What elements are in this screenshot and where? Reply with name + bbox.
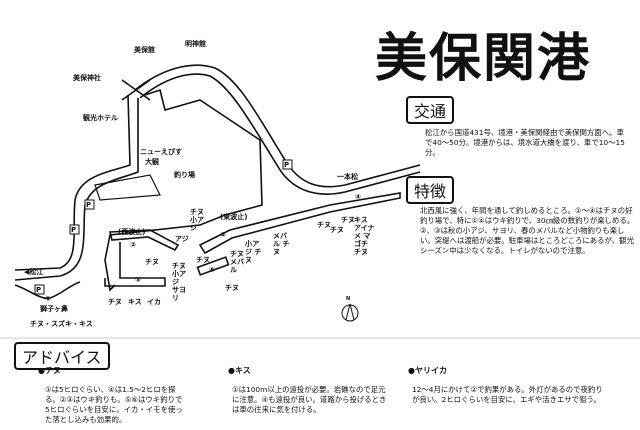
parking-icons bbox=[34, 159, 293, 295]
fish-label: チヌ bbox=[341, 216, 355, 224]
advice-yariika-text: 12〜4月にかけて②で釣果がある。外灯があるので夜釣りが良い。2ヒロぐらいを目安… bbox=[412, 385, 603, 404]
access-text: 松江から国道431号、境港・美保関経由で美保関方面へ。車で40〜50分。境港から… bbox=[425, 128, 625, 157]
label-kanko-hotel: 観光ホテル bbox=[83, 114, 118, 122]
point-1: ① bbox=[45, 295, 51, 303]
page-title: 美保関港 bbox=[375, 28, 592, 89]
label-new-ebisu: ニューえびす bbox=[140, 148, 182, 156]
point-5: ⑤ bbox=[135, 276, 141, 284]
parking-label: P bbox=[71, 226, 77, 234]
features-text: 北西風に強く、年間を通して釣しめるところ。①〜④はチヌの好釣り場で、特に①④はウ… bbox=[420, 206, 635, 255]
fish-label: チヌ bbox=[330, 226, 344, 234]
parking-label: P bbox=[36, 286, 42, 294]
advice-heading: アドバイス bbox=[14, 342, 110, 370]
fish-label: チヌ bbox=[196, 256, 210, 264]
features-heading: 特徴 bbox=[406, 176, 455, 204]
label-taikan: 大観 bbox=[145, 158, 159, 166]
label-matsue: ◀松江 bbox=[24, 268, 44, 276]
advice-yariika-title: ●ヤリイカ bbox=[408, 366, 447, 375]
label-ippon-matsu: 一本松 bbox=[337, 173, 358, 181]
parking-label: P bbox=[284, 161, 290, 169]
fish-label: チヌ bbox=[145, 258, 159, 266]
label-higashi-hatoba: (東波止) bbox=[220, 213, 248, 221]
label-myojinkan: 明神館 bbox=[185, 40, 206, 48]
fish-label: チヌ 小アジ bbox=[190, 208, 204, 232]
fish-label: キス アイナメ マゴチ チヌ bbox=[354, 216, 375, 256]
parking-label: P bbox=[86, 201, 92, 209]
label-fishing-spot: 釣り場 bbox=[174, 171, 195, 179]
fish-label: チヌ bbox=[317, 221, 331, 229]
fish-label: チヌ bbox=[108, 298, 122, 306]
fish-label: チヌ 小アジ サヨリ bbox=[172, 262, 186, 302]
fish-label: メバル チヌ bbox=[273, 232, 290, 256]
advice-chinu-title: ●チヌ bbox=[38, 366, 61, 375]
point-3: ③ bbox=[220, 231, 226, 239]
label-nishi-hatoba: (西波止) bbox=[118, 228, 146, 236]
fish-label: 小アジ チヌ bbox=[245, 240, 262, 264]
fish-label-p1: チヌ・スズキ・キス bbox=[30, 320, 93, 328]
point-4: ④ bbox=[355, 193, 361, 201]
label-mihokan: 美保館 bbox=[134, 46, 155, 54]
point-2: ② bbox=[130, 241, 136, 249]
fish-label: イカ bbox=[147, 298, 161, 306]
advice-kisu-text: ①は100m以上の遠投が必要。岩礁なので足元に注意。④も遠投が良い。道路から投げ… bbox=[232, 385, 387, 414]
fish-label: キス bbox=[128, 298, 142, 306]
north-arrow-icon bbox=[341, 303, 359, 322]
coastline-roads bbox=[14, 64, 421, 300]
label-north: N bbox=[346, 296, 351, 302]
advice-chinu-text: ①は5ヒロぐらい、④は1.5〜2ヒロを探る。②③はウキ釣りも。⑤⑥はウキ釣りで5… bbox=[45, 385, 183, 424]
fish-label: アジ bbox=[175, 235, 189, 243]
access-heading: 交通 bbox=[406, 96, 455, 124]
advice-kisu-title: ●キス bbox=[228, 366, 251, 375]
label-shishigahana: 獅子ヶ鼻 bbox=[40, 305, 68, 313]
point-6: ⑥ bbox=[209, 266, 215, 274]
fish-label: チヌ bbox=[225, 284, 239, 292]
fish-label: チヌ メバル bbox=[230, 250, 244, 274]
label-miho-shrine: 美保神社 bbox=[73, 74, 101, 82]
